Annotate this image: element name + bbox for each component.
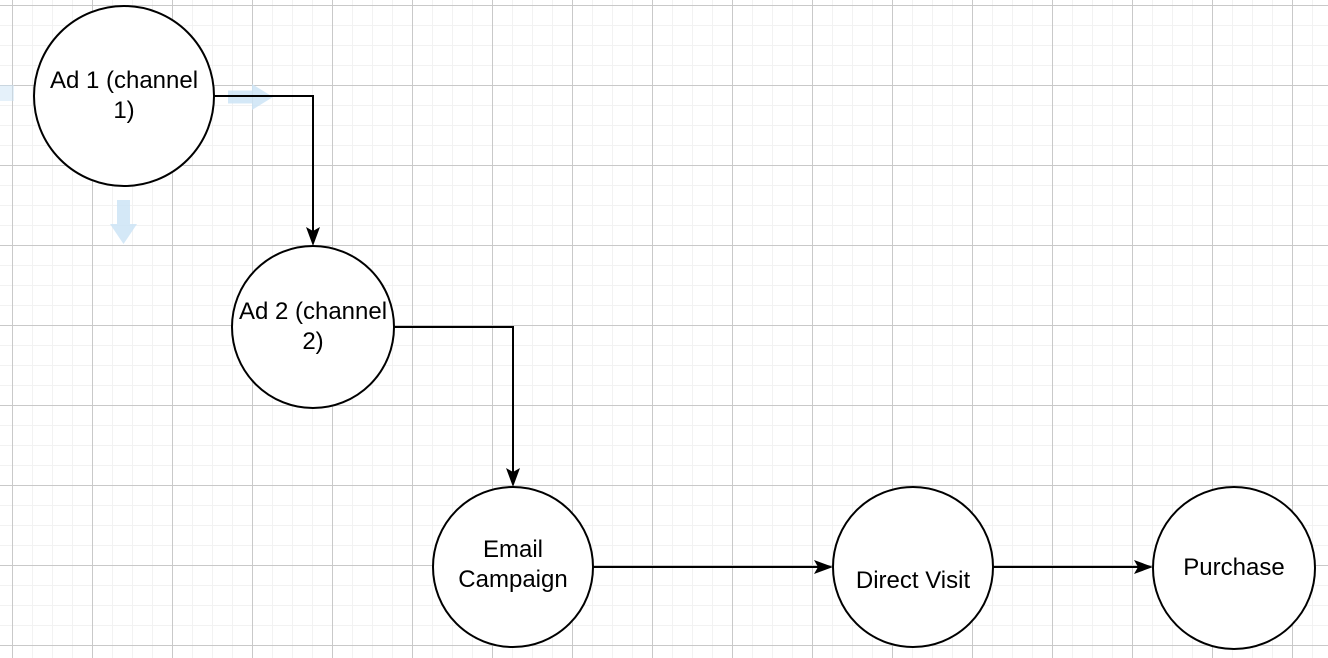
node-label-email[interactable]: Email Campaign: [458, 536, 568, 593]
node-circle-email[interactable]: [432, 486, 594, 648]
edge-ad1-to-ad2[interactable]: [214, 95, 314, 231]
node-label-ad1[interactable]: Ad 1 (channel 1): [49, 67, 199, 124]
node-circle-purchase[interactable]: [1152, 486, 1316, 650]
node-circle-ad1[interactable]: [33, 5, 215, 187]
arrowhead-email-to-direct-icon: [814, 560, 833, 574]
node-label-purchase[interactable]: Purchase: [1183, 554, 1285, 581]
hover-direction-arrow-left-icon[interactable]: [0, 85, 14, 101]
arrowhead-ad2-to-email-icon: [506, 468, 520, 487]
edge-ad2-to-email[interactable]: [394, 326, 514, 472]
arrowhead-ad1-to-ad2-icon: [306, 227, 320, 246]
node-circle-ad2[interactable]: [231, 245, 395, 409]
node-circle-direct[interactable]: [832, 486, 994, 648]
hover-direction-arrow-down-icon[interactable]: [110, 200, 137, 244]
node-label-ad2[interactable]: Ad 2 (channel 2): [238, 298, 388, 355]
arrowhead-direct-to-purchase-icon: [1134, 560, 1153, 574]
node-label-direct[interactable]: Direct Visit: [855, 567, 971, 594]
